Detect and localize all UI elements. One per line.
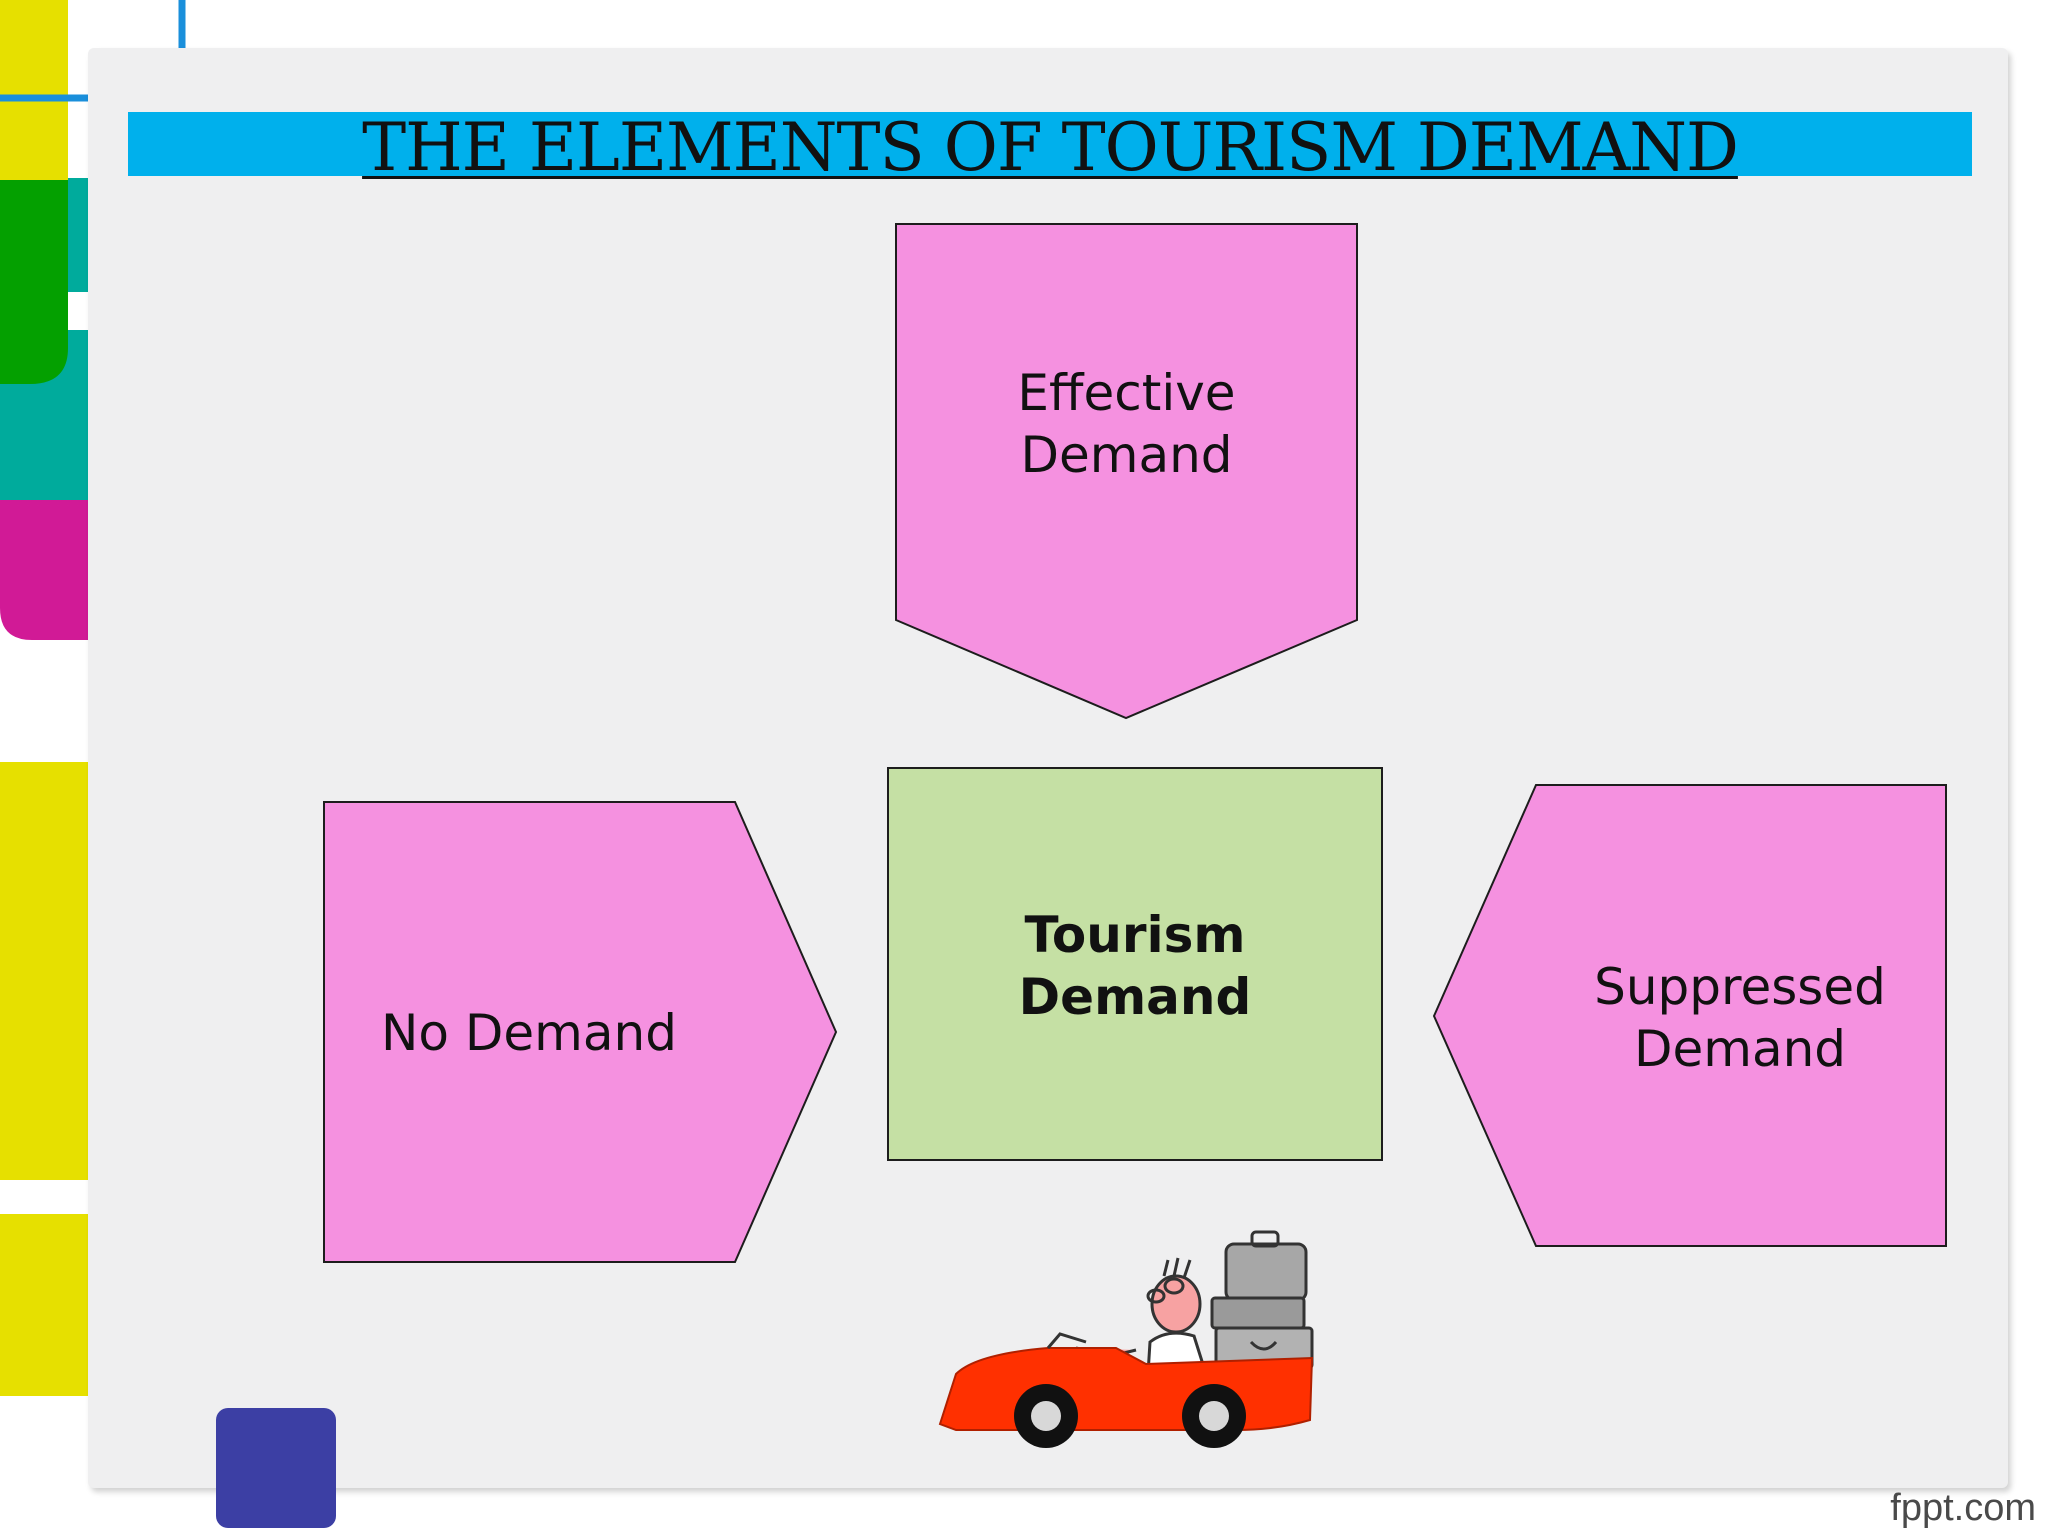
blue-square-accent <box>216 1408 336 1528</box>
suppressed-demand-shape <box>1432 784 1947 1247</box>
green-curve <box>0 330 68 384</box>
slide-title: THE ELEMENTS OF TOURISM DEMAND <box>362 109 1739 186</box>
no-demand-shape <box>323 801 838 1263</box>
tourism-demand-line1: Tourism <box>1024 906 1246 964</box>
tourism-demand-box <box>887 767 1383 1161</box>
footer-brand: fppt.com <box>1890 1487 2036 1529</box>
effective-demand-shape <box>895 223 1358 720</box>
suppressed-demand-label: Suppressed Demand <box>1540 956 1940 1080</box>
title-bar <box>128 112 1972 176</box>
car-traveler-icon <box>938 1230 1314 1448</box>
suppressed-demand-line1: Suppressed <box>1594 958 1886 1016</box>
effective-demand-line2: Demand <box>1020 426 1233 484</box>
suppressed-demand-line2: Demand <box>1633 1020 1847 1078</box>
no-demand-label: No Demand <box>324 1002 734 1064</box>
tourism-demand-label: Tourism Demand <box>888 904 1382 1028</box>
tourism-demand-line2: Demand <box>1018 968 1252 1026</box>
effective-demand-label: Effective Demand <box>896 362 1357 486</box>
effective-demand-line1: Effective <box>1017 364 1236 422</box>
no-demand-line1: No Demand <box>381 1004 677 1062</box>
